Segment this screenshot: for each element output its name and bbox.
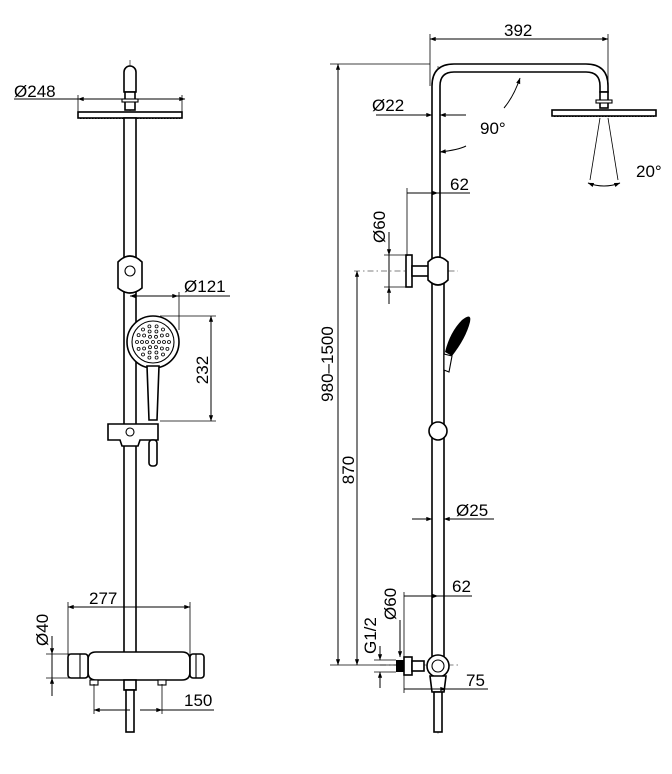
dim-thread: G1/2 — [361, 617, 380, 654]
riser-pipe-side — [431, 261, 445, 658]
dim-hand-shower-height: 232 — [193, 356, 212, 384]
dim-hand-shower-diameter: Ø121 — [184, 277, 226, 296]
dim-head-diameter: Ø248 — [14, 82, 56, 101]
hand-shower-front — [126, 315, 180, 421]
nozzle — [142, 333, 147, 338]
nozzle — [159, 346, 164, 351]
dim-connection-diameter: Ø40 — [33, 614, 52, 646]
nozzle — [147, 350, 152, 355]
dim-arm-reach: 392 — [504, 21, 532, 40]
head-shower-side — [551, 109, 657, 117]
nozzle — [145, 340, 149, 344]
riser-pipe-front — [123, 117, 137, 659]
nozzle — [147, 329, 152, 334]
dim-spray-angle: 20° — [636, 162, 662, 181]
nozzle — [159, 333, 164, 338]
head-shower-front — [77, 111, 183, 119]
nozzle — [154, 329, 159, 334]
dim-wall-offset-bottom: 62 — [452, 577, 471, 596]
dim-wall-bracket-diameter: Ø60 — [370, 211, 389, 243]
nozzle — [154, 324, 159, 329]
nozzle — [151, 340, 155, 344]
nozzle — [154, 345, 158, 350]
nozzle — [154, 350, 159, 355]
nozzle — [147, 324, 152, 329]
nozzle — [136, 333, 141, 338]
dim-outlet-spacing: 150 — [184, 691, 212, 710]
dim-height-range: 980–1500 — [318, 326, 337, 402]
nozzle — [140, 340, 144, 344]
nozzle — [167, 340, 171, 344]
side-view: 20° 392 — [318, 21, 662, 735]
thermostatic-mixer-front — [87, 651, 191, 681]
nozzle — [147, 355, 152, 360]
dim-arm-angle: 90° — [480, 119, 506, 138]
dim-wall-offset-top: 62 — [450, 175, 469, 194]
nozzle — [154, 355, 159, 360]
nozzle — [162, 340, 166, 344]
nozzle — [157, 340, 161, 344]
dim-pipe-diameter: Ø22 — [372, 96, 404, 115]
nozzle — [142, 346, 147, 351]
nozzle — [148, 345, 152, 350]
dim-mixer-height: 870 — [339, 456, 358, 484]
nozzle — [135, 340, 139, 344]
nozzle — [154, 334, 158, 339]
upper-wall-bracket — [405, 254, 449, 288]
dim-escutcheon-diameter: Ø60 — [381, 588, 400, 620]
nozzle — [161, 352, 165, 357]
nozzle — [141, 327, 145, 332]
nozzle — [136, 346, 141, 351]
nozzle — [165, 333, 170, 338]
dim-mixer-depth: 75 — [466, 671, 485, 690]
dim-riser-diameter: Ø25 — [456, 501, 488, 520]
nozzle — [165, 346, 170, 351]
nozzle — [161, 327, 165, 332]
shower-arm — [431, 63, 609, 263]
hand-shower-side — [443, 316, 471, 373]
nozzle — [141, 352, 145, 357]
thermostatic-mixer-side — [396, 654, 450, 733]
front-view: Ø248 Ø121 232 277 Ø40 150 — [14, 60, 230, 735]
nozzle — [148, 334, 152, 339]
dim-mixer-width: 277 — [89, 589, 117, 608]
